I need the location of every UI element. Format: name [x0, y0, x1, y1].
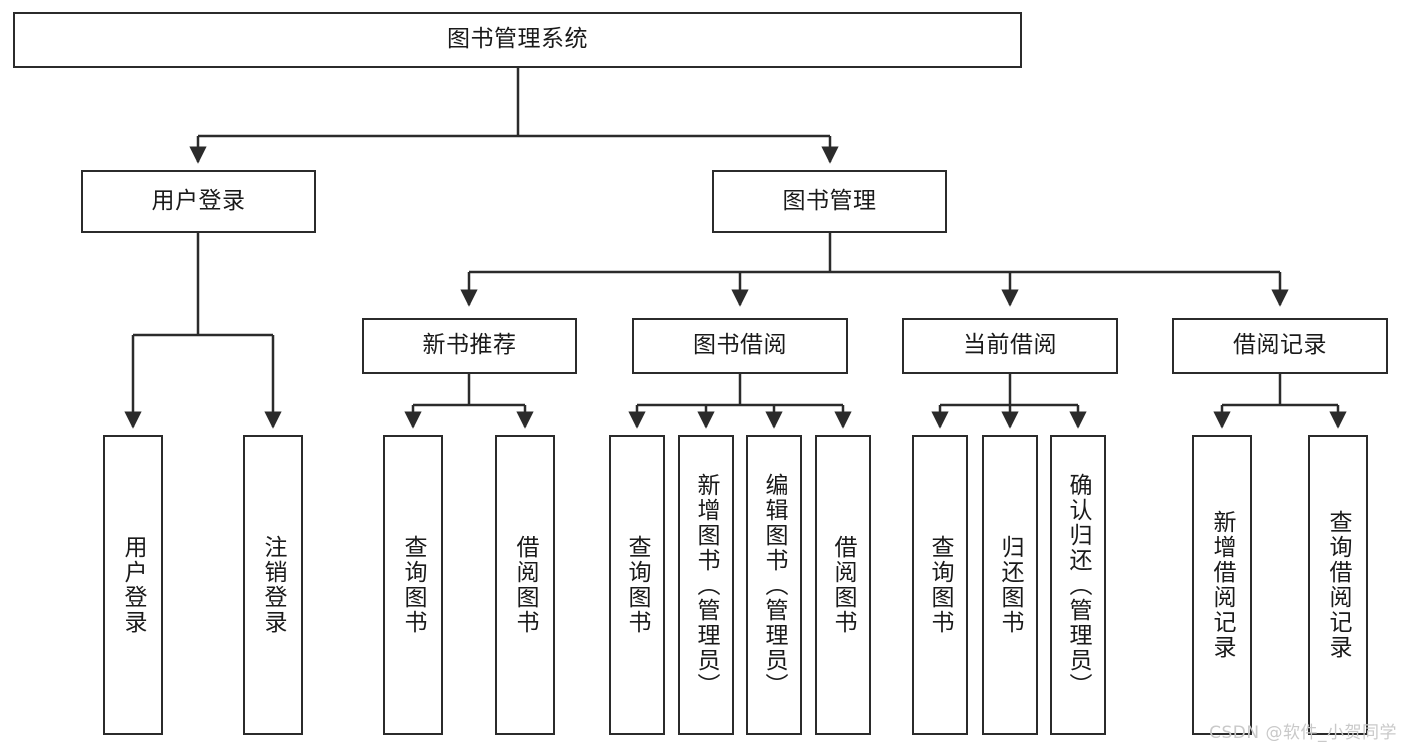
node-leaf-borrow-book-1[interactable]: 借阅图书	[495, 435, 555, 735]
node-label: 新增图书（管理员）	[693, 472, 720, 698]
node-current-borrow[interactable]: 当前借阅	[902, 318, 1118, 374]
node-book-borrow[interactable]: 图书借阅	[632, 318, 848, 374]
node-label: 借阅记录	[1233, 332, 1327, 359]
node-root-book-management-system[interactable]: 图书管理系统	[13, 12, 1022, 68]
node-label: 注销登录	[260, 535, 287, 635]
csdn-watermark: CSDN @软件_小贺同学	[1209, 723, 1397, 743]
node-leaf-return-book[interactable]: 归还图书	[982, 435, 1038, 735]
node-leaf-user-login[interactable]: 用户登录	[103, 435, 163, 735]
node-new-book-recommend[interactable]: 新书推荐	[362, 318, 577, 374]
node-label: 编辑图书（管理员）	[761, 472, 788, 698]
node-leaf-add-book[interactable]: 新增图书（管理员）	[678, 435, 734, 735]
node-label: 查询借阅记录	[1325, 510, 1352, 660]
node-leaf-logout-login[interactable]: 注销登录	[243, 435, 303, 735]
node-borrow-record[interactable]: 借阅记录	[1172, 318, 1388, 374]
node-label: 归还图书	[997, 535, 1024, 635]
node-label: 图书管理系统	[447, 26, 588, 53]
node-label: 查询图书	[624, 535, 651, 635]
node-leaf-query-book-3[interactable]: 查询图书	[912, 435, 968, 735]
node-leaf-borrow-book-2[interactable]: 借阅图书	[815, 435, 871, 735]
node-label: 确认归还（管理员）	[1065, 472, 1092, 698]
node-label: 当前借阅	[963, 332, 1057, 359]
node-leaf-query-record[interactable]: 查询借阅记录	[1308, 435, 1368, 735]
node-book-manage[interactable]: 图书管理	[712, 170, 947, 233]
node-label: 查询图书	[400, 535, 427, 635]
node-leaf-confirm-return[interactable]: 确认归还（管理员）	[1050, 435, 1106, 735]
node-label: 查询图书	[927, 535, 954, 635]
node-leaf-edit-book[interactable]: 编辑图书（管理员）	[746, 435, 802, 735]
node-user-login[interactable]: 用户登录	[81, 170, 316, 233]
node-label: 用户登录	[120, 535, 147, 635]
node-label: 图书借阅	[693, 332, 787, 359]
node-label: 图书管理	[782, 187, 877, 214]
node-label: 借阅图书	[830, 535, 857, 635]
node-leaf-query-book-2[interactable]: 查询图书	[609, 435, 665, 735]
node-leaf-add-record[interactable]: 新增借阅记录	[1192, 435, 1252, 735]
node-label: 借阅图书	[512, 535, 539, 635]
node-label: 新书推荐	[422, 332, 517, 359]
node-leaf-query-book-1[interactable]: 查询图书	[383, 435, 443, 735]
node-label: 新增借阅记录	[1209, 510, 1236, 660]
node-label: 用户登录	[151, 187, 246, 214]
